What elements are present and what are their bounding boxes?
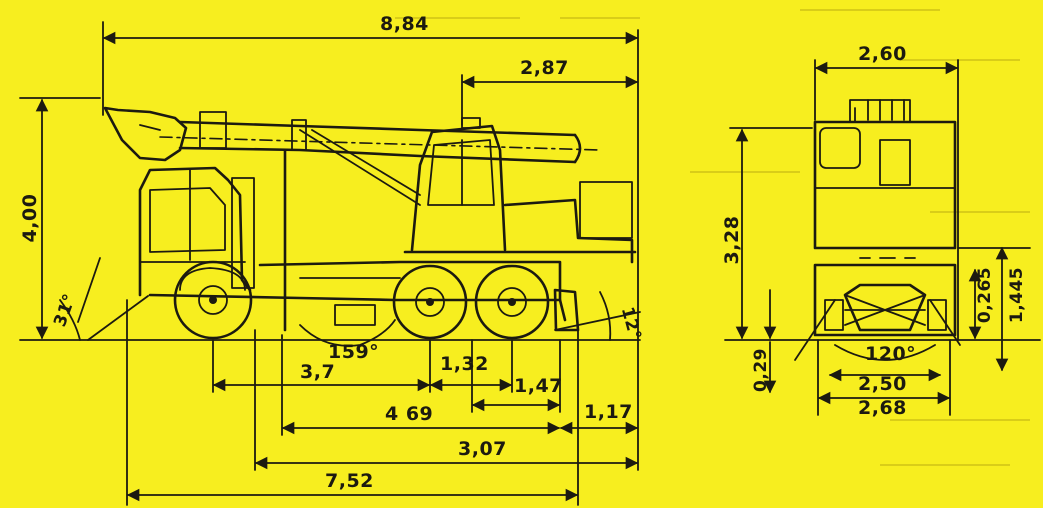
- boom-strut: [299, 129, 421, 206]
- front-wheel: [173, 260, 253, 340]
- rear-angle-line-left: [794, 299, 836, 361]
- approach-angle-tick: [77, 257, 101, 323]
- rear-roof-box: [849, 99, 911, 123]
- rear-outrigger: [553, 288, 580, 332]
- front-cab: [138, 166, 252, 297]
- rear-chassis: [813, 263, 957, 337]
- rear-cab: [410, 124, 507, 252]
- rear-cab-cutout: [819, 127, 861, 169]
- boom-strut-2: [311, 129, 421, 196]
- rear-cab-window: [427, 139, 495, 206]
- side-view-truck: 8,84 2,87 4,00 31° 159° 12° 3,7 1,32 1,4…: [19, 13, 645, 506]
- boom-bottom: [178, 146, 577, 164]
- label-approach-angle: 31°: [50, 291, 80, 329]
- approach-angle-line: [87, 295, 149, 341]
- label-total-wheelbase: 4 69: [385, 403, 433, 425]
- boom-end: [573, 133, 582, 164]
- counterweight: [579, 181, 633, 239]
- departure-angle-arc: [599, 291, 612, 341]
- boom-angle-arc: [299, 319, 396, 347]
- rear-wheel-right: [927, 299, 947, 331]
- front-wheel-arch: [179, 267, 246, 291]
- label-wheelbase-front: 3,7: [300, 361, 335, 383]
- bucket-detail: [109, 117, 161, 141]
- label-rear-to-end: 1,17: [584, 401, 633, 423]
- rear-diff-brace-2: [844, 294, 926, 326]
- background-ghost-text: [395, 9, 1030, 466]
- rear-panel: [879, 139, 911, 186]
- label-rear-overhang: 2,87: [520, 57, 569, 79]
- engine-housing: [503, 198, 634, 264]
- approach-angle-arc: [59, 299, 81, 341]
- rear-differential: [843, 283, 927, 332]
- front-cab-window: [149, 187, 226, 253]
- front-cab-step: [231, 177, 255, 289]
- rear-exhaust-pipes: [854, 99, 905, 123]
- label-ground-clearance: 0,29: [751, 348, 771, 392]
- label-departure-angle: 12°: [617, 305, 645, 343]
- label-rear-axle-spacing: 1,47: [514, 375, 563, 397]
- rear-wheel-left: [824, 299, 844, 331]
- middle-wheel: [392, 264, 468, 340]
- label-rear-section: 3,07: [458, 438, 507, 460]
- label-wheelbase-mid: 1,32: [440, 353, 489, 375]
- label-height: 4,00: [19, 194, 41, 243]
- rear-angle-line-right: [929, 299, 961, 346]
- rear-angle-arc: [834, 344, 936, 361]
- boom-centerline: [159, 136, 601, 151]
- label-cross-angle: 120°: [865, 343, 916, 365]
- label-boom-angle: 159°: [328, 341, 379, 363]
- label-outer-width: 2,68: [858, 397, 907, 419]
- label-axle-height: 1,445: [1007, 267, 1027, 323]
- boom-cylinder-front: [199, 111, 227, 149]
- chassis-upper: [258, 260, 562, 302]
- label-cab-height: 3,28: [721, 216, 743, 265]
- boom-pivot: [291, 119, 307, 151]
- label-overall-width: 2,60: [858, 43, 907, 65]
- label-track-width: 2,50: [858, 373, 907, 395]
- label-clearance-right: 0,265: [975, 267, 995, 323]
- departure-angle-line: [554, 311, 641, 331]
- boom-top: [178, 120, 577, 137]
- bucket: [103, 106, 188, 162]
- fuel-tank: [334, 304, 376, 326]
- label-body-length: 7,52: [325, 470, 374, 492]
- rear-view: 2,60 3,28 0,29 0,265 1,445 120° 2,50 2,6…: [721, 43, 1041, 419]
- label-overall-length: 8,84: [380, 13, 429, 35]
- rear-wheel: [474, 264, 550, 340]
